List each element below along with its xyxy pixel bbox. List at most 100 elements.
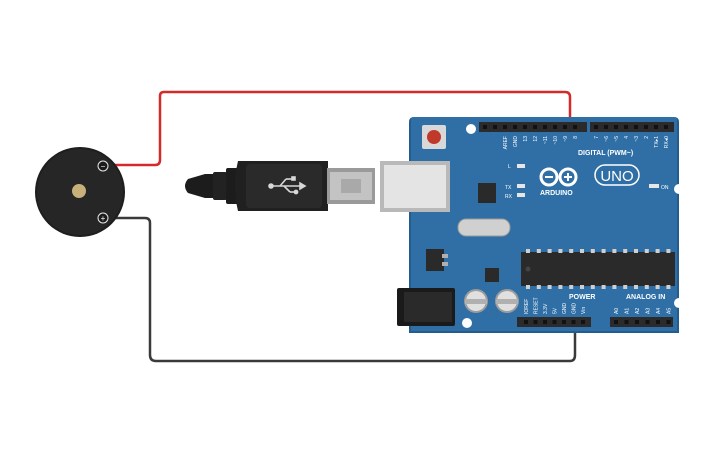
- analog-pin-socket[interactable]: [614, 320, 618, 324]
- capacitor: [495, 289, 519, 313]
- analog-header-label: ANALOG IN: [626, 294, 665, 301]
- pin-label: 8: [573, 136, 579, 139]
- pin-label: 4: [624, 136, 630, 139]
- chip-pin: [644, 285, 649, 289]
- pin-label: GND: [562, 303, 568, 315]
- mounting-hole: [462, 318, 472, 328]
- usb-socket: [380, 161, 450, 212]
- red-wire[interactable]: [108, 90, 572, 167]
- power-jack: [397, 288, 455, 326]
- digital-pin-socket[interactable]: [654, 125, 658, 129]
- usb-cable[interactable]: [185, 161, 375, 211]
- digital-pin-socket[interactable]: [563, 125, 567, 129]
- chip-pin: [612, 285, 617, 289]
- chip-pin: [569, 285, 574, 289]
- mounting-hole: [466, 124, 476, 134]
- digital-pin-socket[interactable]: [644, 125, 648, 129]
- power-pin-socket[interactable]: [581, 320, 585, 324]
- uno-badge: UNO: [594, 164, 640, 186]
- chip-pin: [623, 249, 628, 253]
- black-wire[interactable]: [108, 216, 577, 363]
- digital-pin-socket[interactable]: [513, 125, 517, 129]
- analog-pin-socket[interactable]: [645, 320, 650, 324]
- chip-pin: [536, 285, 541, 289]
- power-header-label: POWER: [569, 294, 595, 301]
- chip-pin: [601, 249, 606, 253]
- chip-pin: [558, 249, 563, 253]
- analog-header[interactable]: [610, 317, 673, 327]
- digital-pin-socket[interactable]: [543, 125, 547, 129]
- chip-pin: [601, 285, 606, 289]
- led-on: ON: [649, 184, 669, 191]
- capacitor: [464, 289, 488, 313]
- digital-pin-socket[interactable]: [533, 125, 537, 129]
- chip-pin: [666, 285, 671, 289]
- power-pin-socket[interactable]: [562, 320, 566, 324]
- usb-icon: [268, 176, 307, 195]
- digital-pin-socket[interactable]: [483, 125, 487, 129]
- digital-pin-socket[interactable]: [553, 125, 557, 129]
- buzzer-minus-label: −: [101, 162, 106, 171]
- analog-pin-socket[interactable]: [666, 320, 671, 324]
- mounting-hole: [674, 298, 684, 308]
- pin-label: A1: [625, 308, 631, 314]
- pin-label: A3: [646, 308, 652, 314]
- digital-header[interactable]: [479, 122, 674, 132]
- chip-pin: [644, 249, 649, 253]
- pin-label: ~6: [604, 136, 610, 142]
- digital-pin-socket[interactable]: [614, 125, 618, 129]
- piezo-buzzer[interactable]: − +: [35, 147, 125, 237]
- chip-pin: [547, 249, 552, 253]
- pin-label: ~9: [563, 136, 569, 142]
- power-pin-socket[interactable]: [571, 320, 576, 324]
- digital-pin-socket[interactable]: [664, 125, 668, 129]
- power-pin-socket[interactable]: [524, 320, 528, 324]
- digital-pin-socket[interactable]: [493, 125, 497, 129]
- buzzer-plus-terminal[interactable]: [97, 212, 109, 224]
- pin-label: RX◂0: [664, 136, 670, 148]
- pin-label: ~11: [543, 136, 549, 144]
- pin-label: A0: [614, 308, 620, 314]
- buzzer-minus-terminal[interactable]: [97, 160, 109, 172]
- analog-pin-socket[interactable]: [635, 320, 639, 324]
- chip-pin: [634, 285, 638, 289]
- digital-pin-socket[interactable]: [503, 125, 507, 129]
- digital-pin-socket[interactable]: [573, 125, 577, 129]
- power-pin-socket[interactable]: [552, 320, 557, 324]
- chip-pin: [569, 249, 574, 253]
- digital-pin-socket[interactable]: [604, 125, 608, 129]
- pin-label: GND: [572, 303, 578, 315]
- pin-label: 7: [594, 136, 600, 139]
- chip-pin: [580, 285, 584, 289]
- analog-pin-socket[interactable]: [624, 320, 629, 324]
- chip-pin: [655, 285, 660, 289]
- chip-pin: [558, 285, 563, 289]
- reset-button[interactable]: [422, 125, 446, 149]
- power-pin-socket[interactable]: [533, 320, 538, 324]
- svg-text:RX: RX: [505, 194, 513, 200]
- digital-pin-socket[interactable]: [634, 125, 638, 129]
- pin-label: 13: [523, 136, 529, 142]
- pin-label: ~10: [553, 136, 559, 145]
- pin-label: 12: [533, 136, 539, 142]
- digital-pin-socket[interactable]: [523, 125, 527, 129]
- chip-pin: [590, 285, 595, 289]
- arduino-logo-icon: [539, 167, 578, 187]
- digital-pin-socket[interactable]: [624, 125, 628, 129]
- led-tx: TX: [505, 184, 525, 191]
- chip-pin: [547, 285, 552, 289]
- digital-pin-socket[interactable]: [594, 125, 598, 129]
- power-header[interactable]: [517, 317, 591, 327]
- buzzer-plus-label: +: [101, 214, 106, 223]
- pin-label: 2: [644, 136, 650, 139]
- svg-text:UNO: UNO: [600, 168, 633, 185]
- pin-label: IOREF: [524, 299, 530, 314]
- power-pin-socket[interactable]: [543, 320, 547, 324]
- chip-pin: [590, 249, 595, 253]
- analog-pin-socket[interactable]: [656, 320, 660, 324]
- pin-label: A2: [635, 308, 641, 314]
